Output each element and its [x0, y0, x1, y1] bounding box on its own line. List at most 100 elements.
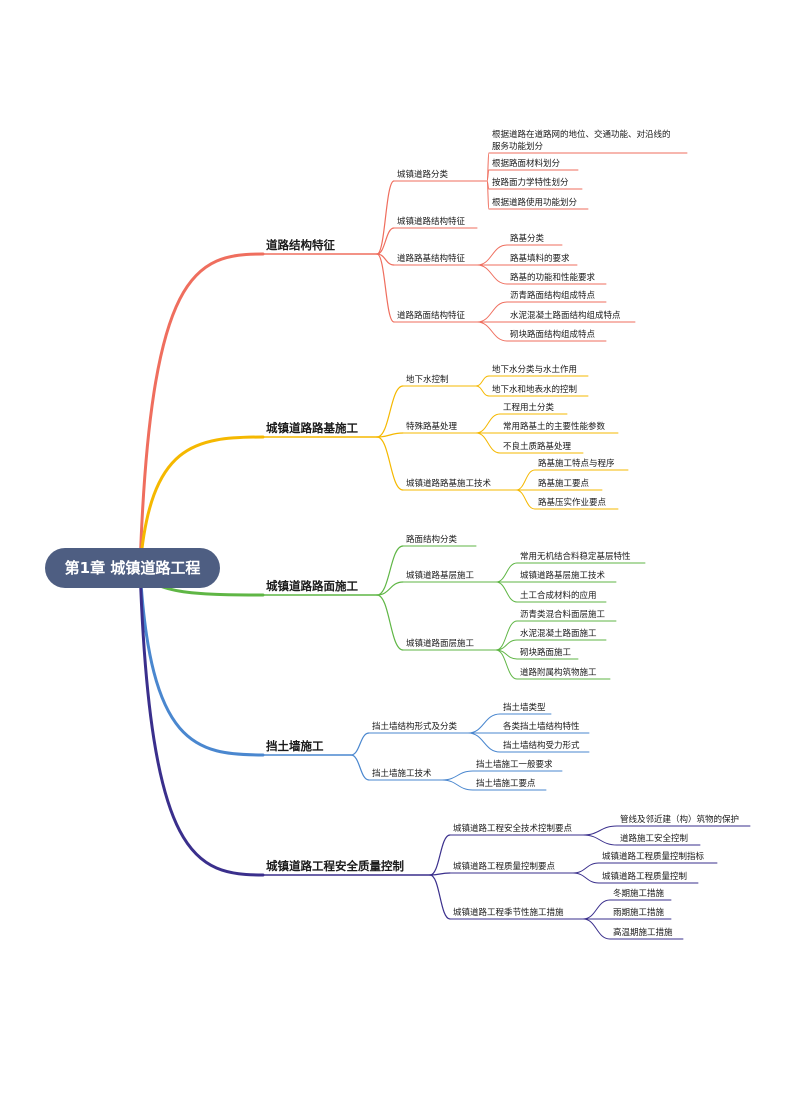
leaf-connector: [476, 321, 508, 342]
mind-map-nodes: 道路结构特征城镇道路分类根据道路在道路网的地位、交通功能、对沿线的服务功能划分根…: [266, 129, 739, 938]
subtopic-b1c1-text: 城镇道路分类: [397, 169, 449, 180]
branch-3[interactable]: 城镇道路路面施工: [266, 579, 358, 593]
leaf-connector: [476, 301, 508, 323]
leaf-b1c3g3[interactable]: 路基的功能和性能要求: [510, 272, 596, 283]
leaf-connector: [476, 264, 508, 285]
root-node[interactable]: 第1章 城镇道路工程: [45, 548, 220, 588]
subtopic-b5c1[interactable]: 城镇道路工程安全技术控制要点: [453, 823, 573, 834]
subtopic-b4c2[interactable]: 挡土墙施工技术: [372, 768, 432, 779]
leaf-b5c2g1[interactable]: 城镇道路工程质量控制指标: [602, 851, 705, 862]
leaf-b4c1g1[interactable]: 挡土墙类型: [503, 702, 546, 713]
sub-connector: [429, 834, 451, 876]
leaf-b4c2g2[interactable]: 挡土墙施工要点: [476, 778, 536, 789]
sub-connector: [429, 874, 451, 920]
leaf-b2c1g2[interactable]: 地下水和地表水的控制: [492, 384, 577, 395]
branch-connector: [138, 566, 265, 757]
subtopic-b2c2-text: 特殊路基处理: [406, 421, 458, 432]
subtopic-b3c1[interactable]: 路面结构分类: [406, 534, 458, 545]
leaf-b5c2g2[interactable]: 城镇道路工程质量控制: [602, 871, 687, 882]
subtopic-b5c1-text: 城镇道路工程安全技术控制要点: [453, 823, 573, 834]
leaf-b3c2g3[interactable]: 土工合成材料的应用: [520, 590, 597, 601]
leaf-text: 路基分类: [510, 233, 545, 244]
branch-connector: [138, 435, 265, 570]
leaf-text: 城镇道路工程质量控制指标: [602, 851, 705, 862]
leaf-connector: [495, 581, 518, 603]
subtopic-b2c3[interactable]: 城镇道路路基施工技术: [406, 478, 492, 489]
sub-connector: [376, 436, 404, 491]
subtopic-b2c1[interactable]: 地下水控制: [406, 374, 449, 385]
leaf-b3c2g1[interactable]: 常用无机结合料稳定基层特性: [520, 551, 631, 562]
subtopic-b1c2-text: 城镇道路结构特征: [397, 216, 466, 227]
leaf-b4c1g2[interactable]: 各类挡土墙结构特性: [503, 721, 580, 732]
leaf-b3c2g2[interactable]: 城镇道路基层施工技术: [520, 570, 606, 581]
leaf-b3c3g1[interactable]: 沥青类混合料面层施工: [520, 609, 606, 620]
leaf-text: 根据道路在道路网的地位、交通功能、对沿线的: [492, 129, 671, 140]
subtopic-b3c3-text: 城镇道路面层施工: [406, 638, 475, 649]
subtopic-b1c3[interactable]: 道路路基结构特征: [397, 253, 466, 264]
leaf-b2c2g2[interactable]: 常用路基土的主要性能参数: [503, 421, 606, 432]
leaf-b5c3g2[interactable]: 雨期施工措施: [613, 907, 665, 918]
leaf-text: 地下水和地表水的控制: [492, 384, 577, 395]
leaf-b1c3g2[interactable]: 路基填料的要求: [510, 253, 570, 264]
leaf-b2c1g1[interactable]: 地下水分类与水土作用: [492, 364, 577, 375]
leaf-b1c1g2[interactable]: 根据路面材料划分: [492, 158, 561, 169]
subtopic-b1c4[interactable]: 道路路面结构特征: [397, 310, 466, 321]
leaf-b1c4g2[interactable]: 水泥混凝土路面结构组成特点: [510, 310, 621, 321]
leaf-text: 挡土墙结构受力形式: [503, 740, 580, 751]
branch-5-text: 城镇道路工程安全质量控制: [266, 859, 404, 873]
branch-4[interactable]: 挡土墙施工: [266, 739, 324, 753]
leaf-b5c1g2[interactable]: 道路施工安全控制: [620, 833, 688, 844]
leaf-text: 水泥混凝土路面施工: [520, 628, 597, 639]
subtopic-b5c2-text: 城镇道路工程质量控制要点: [453, 861, 556, 872]
sub-connector: [376, 581, 404, 596]
leaf-text: 沥青类混合料面层施工: [520, 609, 606, 620]
leaf-text: 城镇道路工程质量控制: [602, 871, 687, 882]
leaf-b5c3g3[interactable]: 高温期施工措施: [613, 927, 673, 938]
leaf-b3c3g3[interactable]: 砌块路面施工: [520, 647, 572, 658]
leaf-b1c4g1[interactable]: 沥青路面结构组成特点: [510, 290, 596, 301]
branch-1[interactable]: 道路结构特征: [266, 238, 335, 252]
leaf-connector: [467, 732, 501, 753]
leaf-text: 高温期施工措施: [613, 927, 673, 938]
leaf-b2c3g2[interactable]: 路基施工要点: [538, 478, 590, 489]
sub-connector: [350, 754, 370, 781]
leaf-b1c1g4[interactable]: 根据道路使用功能划分: [492, 197, 578, 208]
leaf-b1c4g3[interactable]: 砌块路面结构组成特点: [510, 329, 596, 340]
leaf-b3c3g4[interactable]: 道路附属构筑物施工: [520, 667, 597, 678]
leaf-text: 冬期施工措施: [613, 888, 665, 899]
leaf-connector: [582, 825, 618, 836]
leaf-b5c1g1[interactable]: 管线及邻近建（构）筑物的保护: [620, 814, 739, 825]
subtopic-b1c1[interactable]: 城镇道路分类: [397, 169, 449, 180]
leaf-b1c1g3[interactable]: 按路面力学特性划分: [492, 177, 569, 188]
subtopic-b4c1[interactable]: 挡土墙结构形式及分类: [372, 721, 458, 732]
leaf-b2c2g1[interactable]: 工程用土分类: [503, 402, 555, 413]
leaf-text: 砌块路面结构组成特点: [510, 329, 596, 340]
leaf-text: 土工合成材料的应用: [520, 590, 597, 601]
subtopic-b3c3[interactable]: 城镇道路面层施工: [406, 638, 475, 649]
leaf-b2c2g3[interactable]: 不良土质路基处理: [503, 441, 572, 452]
subtopic-b3c2[interactable]: 城镇道路基层施工: [406, 570, 475, 581]
leaf-text: 道路附属构筑物施工: [520, 667, 597, 678]
subtopic-b1c2[interactable]: 城镇道路结构特征: [397, 216, 466, 227]
leaf-b4c2g1[interactable]: 挡土墙施工一般要求: [476, 759, 553, 770]
leaf-connector: [475, 385, 490, 397]
subtopic-b5c3[interactable]: 城镇道路工程季节性施工措施: [453, 907, 564, 918]
leaf-b1c3g1[interactable]: 路基分类: [510, 233, 545, 244]
leaf-connector: [475, 413, 501, 434]
leaf-b2c3g1[interactable]: 路基施工特点与程序: [538, 458, 615, 469]
leaf-text: 服务功能划分: [492, 141, 544, 152]
leaf-b5c3g1[interactable]: 冬期施工措施: [613, 888, 665, 899]
leaf-b4c1g3[interactable]: 挡土墙结构受力形式: [503, 740, 580, 751]
branch-2[interactable]: 城镇道路路基施工: [266, 421, 358, 435]
branch-connector: [138, 566, 265, 877]
branch-5[interactable]: 城镇道路工程安全质量控制: [266, 859, 404, 873]
root-node-label: 第1章 城镇道路工程: [65, 559, 201, 577]
leaf-b2c3g3[interactable]: 路基压实作业要点: [538, 497, 607, 508]
leaf-connector: [582, 899, 611, 920]
leaf-text: 路基填料的要求: [510, 253, 570, 264]
leaf-b3c3g2[interactable]: 水泥混凝土路面施工: [520, 628, 597, 639]
subtopic-b5c2[interactable]: 城镇道路工程质量控制要点: [453, 861, 556, 872]
subtopic-b2c2[interactable]: 特殊路基处理: [406, 421, 458, 432]
